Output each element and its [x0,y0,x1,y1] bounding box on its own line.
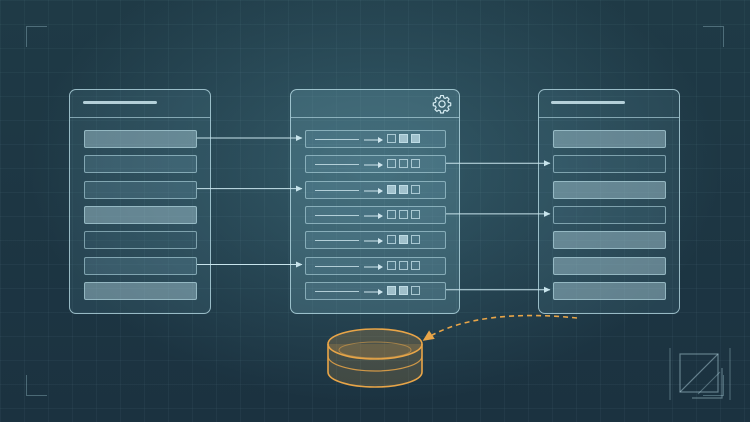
source-panel [69,89,211,314]
processor-row-field-line [315,290,359,292]
processor-row-checkbox[interactable] [411,285,420,295]
processor-row-checkbox[interactable] [399,209,408,219]
processor-row-field-line [315,164,359,166]
source-row-7 [84,281,197,300]
processor-row-5 [305,231,446,250]
processor-row-checkbox[interactable] [399,134,408,143]
arrow-right-icon [364,137,383,143]
processor-row-checkbox[interactable] [387,285,396,295]
processor-panel [290,89,460,314]
processor-row-checkbox[interactable] [411,134,420,143]
target-panel-title-bar [551,101,625,104]
arrow-right-icon [364,212,383,219]
processor-row-4 [305,205,446,224]
processor-row-7 [305,281,446,300]
processor-row-checkbox[interactable] [387,209,396,219]
arrow-right-icon [364,162,383,169]
target-row-5 [553,231,666,250]
source-panel-header [70,90,210,118]
processor-row-1 [305,130,446,148]
arrow-right-icon [364,263,383,270]
processor-row-checkbox[interactable] [399,159,408,169]
corner-bracket-top-right [703,26,724,47]
processor-row-checkbox[interactable] [411,235,420,245]
source-row-3 [84,180,197,199]
processor-row-checkbox[interactable] [387,260,396,270]
processor-row-checkbox[interactable] [387,235,396,245]
processor-row-2 [305,155,446,174]
corner-bracket-bottom-left [26,375,47,396]
processor-row-checkbox[interactable] [411,260,420,270]
storage-link-dashed-arrow [422,314,578,341]
processor-row-field-line [315,189,359,191]
frame-logo-icon [669,348,731,400]
arrow-right-icon [364,187,383,194]
source-panel-title-bar [83,101,157,104]
processor-row-checkbox[interactable] [387,184,396,194]
source-row-6 [84,256,197,275]
target-row-2 [553,155,666,174]
source-row-4 [84,205,197,224]
processor-row-checkbox[interactable] [399,184,408,194]
target-row-4 [553,205,666,224]
processor-row-checkbox[interactable] [387,159,396,169]
source-row-1 [84,130,197,148]
processor-row-field-line [315,240,359,242]
arrow-right-icon [364,288,383,295]
processor-row-checkbox[interactable] [399,235,408,245]
target-panel [538,89,680,314]
processor-row-checkbox[interactable] [411,184,420,194]
target-row-1 [553,130,666,148]
corner-bracket-top-left [26,26,47,47]
processor-row-field-line [315,139,359,140]
processor-row-checkbox[interactable] [411,159,420,169]
arrow-right-icon [364,238,383,245]
processor-row-3 [305,180,446,199]
source-row-2 [84,155,197,174]
processor-panel-header [291,90,459,118]
database-icon [327,328,423,388]
processor-row-checkbox[interactable] [399,260,408,270]
gear-icon[interactable] [431,93,453,115]
target-row-3 [553,180,666,199]
processor-row-field-line [315,265,359,267]
processor-row-field-line [315,214,359,216]
processor-row-checkbox[interactable] [399,285,408,295]
target-row-6 [553,256,666,275]
target-panel-header [539,90,679,118]
corner-bracket-bottom-right [703,375,724,396]
source-row-5 [84,231,197,250]
target-row-7 [553,281,666,300]
processor-row-checkbox[interactable] [387,134,396,143]
processor-row-checkbox[interactable] [411,209,420,219]
processor-row-6 [305,256,446,275]
